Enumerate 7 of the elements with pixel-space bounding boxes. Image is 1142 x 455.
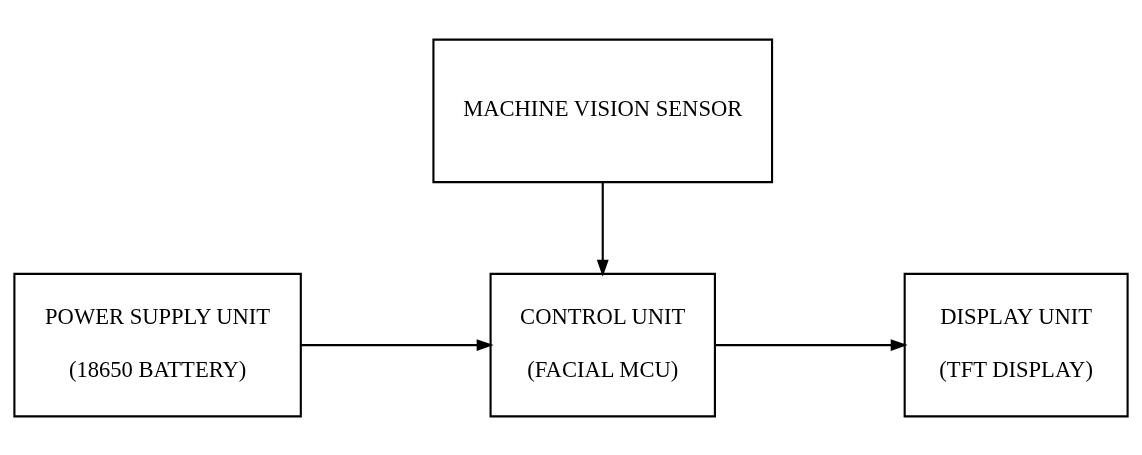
node-box: POWER SUPPLY UNIT (18650 BATTERY) (13, 272, 302, 417)
node-box: DISPLAY UNIT (TFT DISPLAY) (903, 272, 1129, 417)
arrow (300, 338, 494, 351)
node-box: MACHINE VISION SENSOR (432, 38, 774, 183)
node-box: CONTROL UNIT (FACIAL MCU) (489, 272, 716, 417)
arrow (596, 181, 609, 277)
arrow (715, 338, 908, 351)
